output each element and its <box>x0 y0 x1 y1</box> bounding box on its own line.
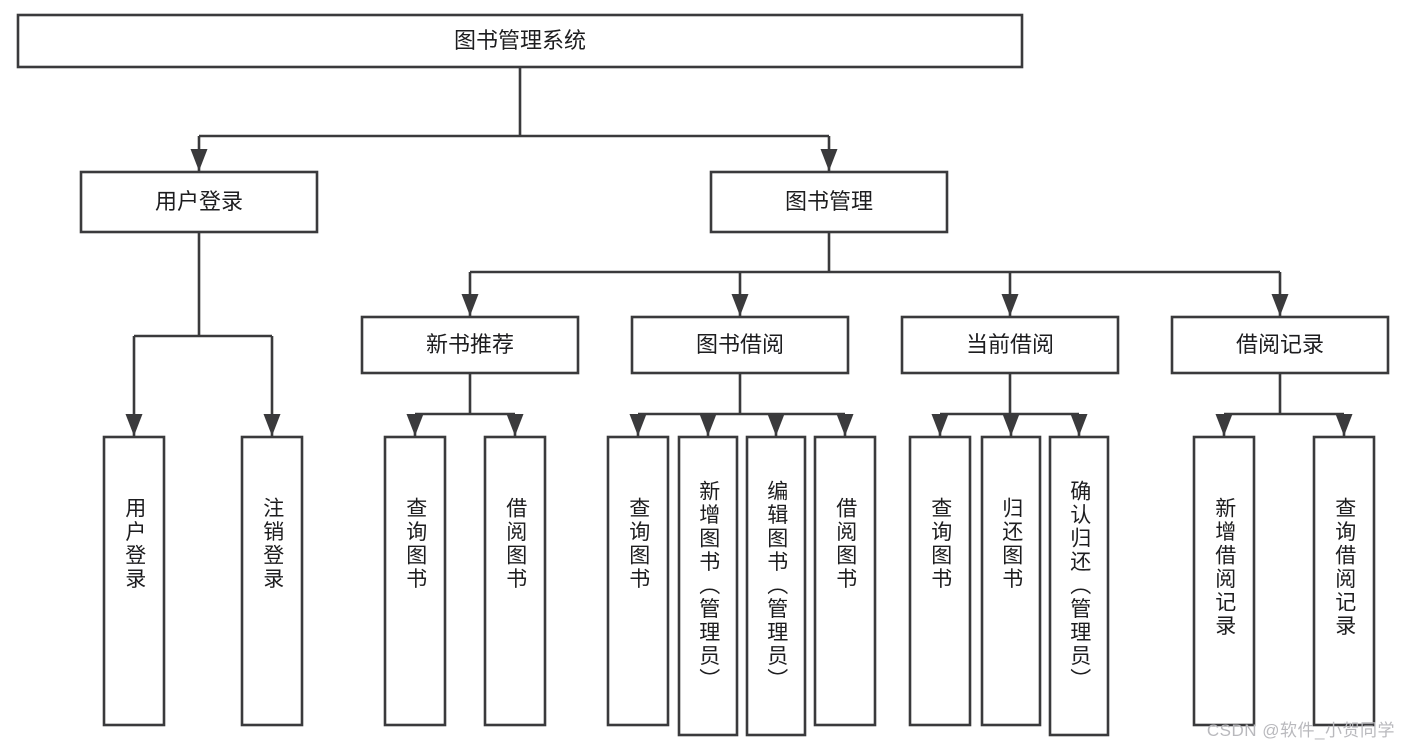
level2-box-0[interactable] <box>360 315 580 375</box>
connectors-layer <box>125 67 1353 436</box>
csdn-watermark: CSDN @软件_小贺同学 <box>1206 721 1395 740</box>
leaf-box-11[interactable] <box>1192 435 1256 727</box>
arrow-head-icon <box>699 414 717 436</box>
leaf-box-5[interactable] <box>677 435 739 737</box>
level2-box-3[interactable] <box>1170 315 1390 375</box>
arrow-head-icon <box>1070 414 1088 436</box>
arrow-head-icon <box>190 149 208 171</box>
leaf-box-4[interactable] <box>606 435 670 727</box>
leaf-box-9[interactable] <box>980 435 1042 727</box>
leaf-box-10[interactable] <box>1048 435 1110 737</box>
leaf-box-3[interactable] <box>483 435 547 727</box>
leaf-box-8[interactable] <box>908 435 972 727</box>
arrow-head-icon <box>1215 414 1233 436</box>
level1-label-1: 图书管理 <box>785 189 873 214</box>
level2-label-3: 借阅记录 <box>1236 332 1324 357</box>
boxes-layer <box>16 13 1390 737</box>
arrow-head-icon <box>506 414 524 436</box>
level1-box-1[interactable] <box>709 170 949 234</box>
arrow-head-icon <box>263 414 281 436</box>
root-label-0: 图书管理系统 <box>454 28 586 53</box>
arrow-head-icon <box>767 414 785 436</box>
arrow-head-icon <box>820 149 838 171</box>
arrow-head-icon <box>125 414 143 436</box>
leaf-box-7[interactable] <box>813 435 877 727</box>
level2-label-0: 新书推荐 <box>426 332 514 357</box>
arrow-head-icon <box>731 294 749 316</box>
arrow-head-icon <box>931 414 949 436</box>
leaf-box-12[interactable] <box>1312 435 1376 727</box>
level2-label-1: 图书借阅 <box>696 332 784 357</box>
arrow-head-icon <box>1002 414 1020 436</box>
root-box-0[interactable] <box>16 13 1024 69</box>
arrow-head-icon <box>629 414 647 436</box>
level2-box-1[interactable] <box>630 315 850 375</box>
level2-box-2[interactable] <box>900 315 1120 375</box>
arrow-head-icon <box>836 414 854 436</box>
leaf-box-1[interactable] <box>240 435 304 727</box>
arrow-head-icon <box>406 414 424 436</box>
level1-label-0: 用户登录 <box>155 189 243 214</box>
level2-label-2: 当前借阅 <box>966 332 1054 357</box>
arrow-head-icon <box>1335 414 1353 436</box>
level1-box-0[interactable] <box>79 170 319 234</box>
leaf-box-2[interactable] <box>383 435 447 727</box>
arrow-head-icon <box>461 294 479 316</box>
leaf-box-0[interactable] <box>102 435 166 727</box>
arrow-head-icon <box>1001 294 1019 316</box>
leaf-box-6[interactable] <box>745 435 807 737</box>
arrow-head-icon <box>1271 294 1289 316</box>
